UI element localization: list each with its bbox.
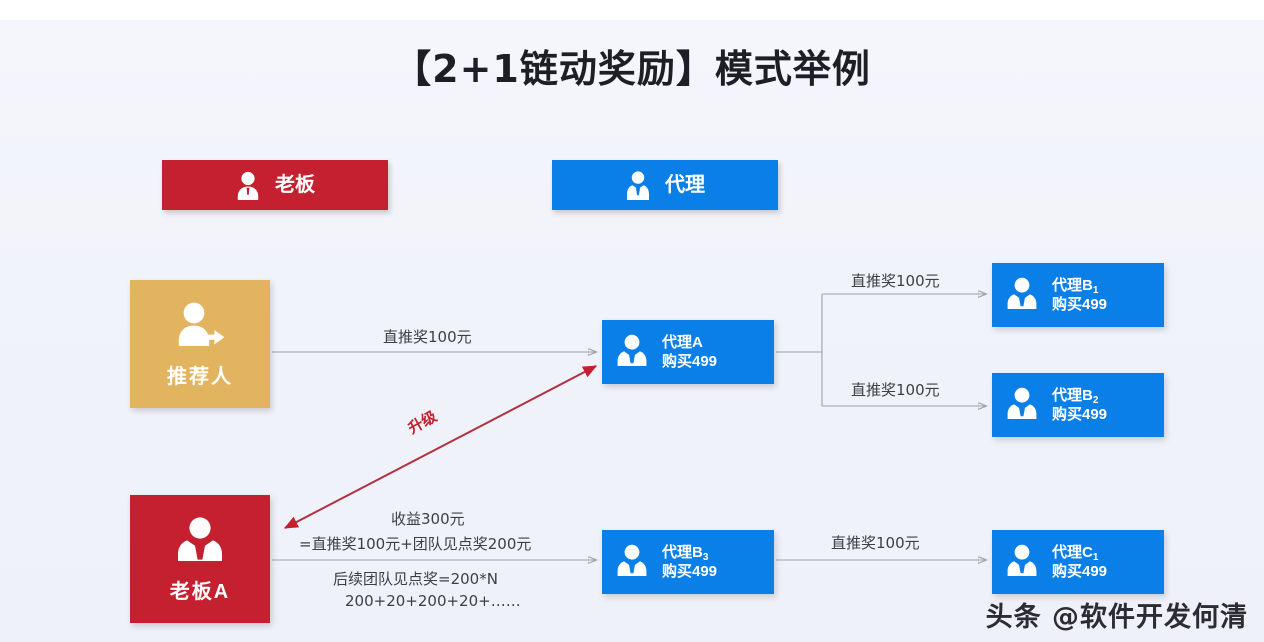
node-agent-b1-name: 代理B1	[1052, 276, 1099, 296]
node-agent-a-amount: 购买499	[662, 353, 718, 370]
edge-label-agent-b3-to-c1: 直推奖100元	[831, 534, 920, 552]
person-tie-icon	[1004, 543, 1040, 581]
node-agent-b3-name: 代理B3	[662, 543, 709, 563]
person-tie-icon	[625, 170, 651, 200]
person-icon	[235, 170, 261, 200]
person-tie-icon	[1004, 386, 1040, 424]
legend-boss-label: 老板	[275, 174, 315, 196]
node-agent-b3[interactable]: 代理B3 购买499	[602, 530, 774, 594]
note-followup-line-1: 后续团队见点奖=200*N	[333, 570, 498, 588]
person-tie-icon	[1004, 276, 1040, 314]
edge-label-agent-a-to-b1: 直推奖100元	[851, 272, 940, 290]
note-income-line-1: 收益300元	[391, 510, 465, 528]
person-arrow-icon	[170, 300, 230, 356]
edge-label-referrer-to-agent-a: 直推奖100元	[383, 328, 472, 346]
node-agent-b3-amount: 购买499	[662, 563, 718, 580]
node-boss-a-label: 老板A	[169, 580, 231, 603]
node-agent-a-name: 代理A	[662, 333, 703, 351]
person-tie-icon	[170, 515, 230, 571]
legend-agent: 代理	[552, 160, 778, 210]
node-agent-b1-amount: 购买499	[1052, 296, 1108, 313]
person-tie-icon	[614, 333, 650, 371]
node-agent-c1-name: 代理C1	[1052, 543, 1099, 563]
note-followup-line-2: 200+20+200+20+……	[345, 592, 521, 610]
legend-agent-label: 代理	[665, 174, 705, 196]
node-agent-a[interactable]: 代理A 购买499	[602, 320, 774, 384]
node-agent-b1[interactable]: 代理B1 购买499	[992, 263, 1164, 327]
note-income-line-2: =直推奖100元+团队见点奖200元	[299, 535, 532, 553]
node-referrer-label: 推荐人	[167, 365, 233, 388]
page-title: 【2+1链动奖励】模式举例	[393, 47, 871, 91]
node-boss-a[interactable]: 老板A	[130, 495, 270, 623]
edge-label-agent-a-to-b2: 直推奖100元	[851, 381, 940, 399]
node-referrer[interactable]: 推荐人	[130, 280, 270, 408]
watermark: 头条 @软件开发何清	[985, 602, 1248, 633]
node-agent-b2-amount: 购买499	[1052, 406, 1108, 423]
person-tie-icon	[614, 543, 650, 581]
node-agent-b2[interactable]: 代理B2 购买499	[992, 373, 1164, 437]
node-agent-b2-name: 代理B2	[1052, 386, 1099, 406]
legend-boss: 老板	[162, 160, 388, 210]
node-agent-c1[interactable]: 代理C1 购买499	[992, 530, 1164, 594]
node-agent-c1-amount: 购买499	[1052, 563, 1108, 580]
